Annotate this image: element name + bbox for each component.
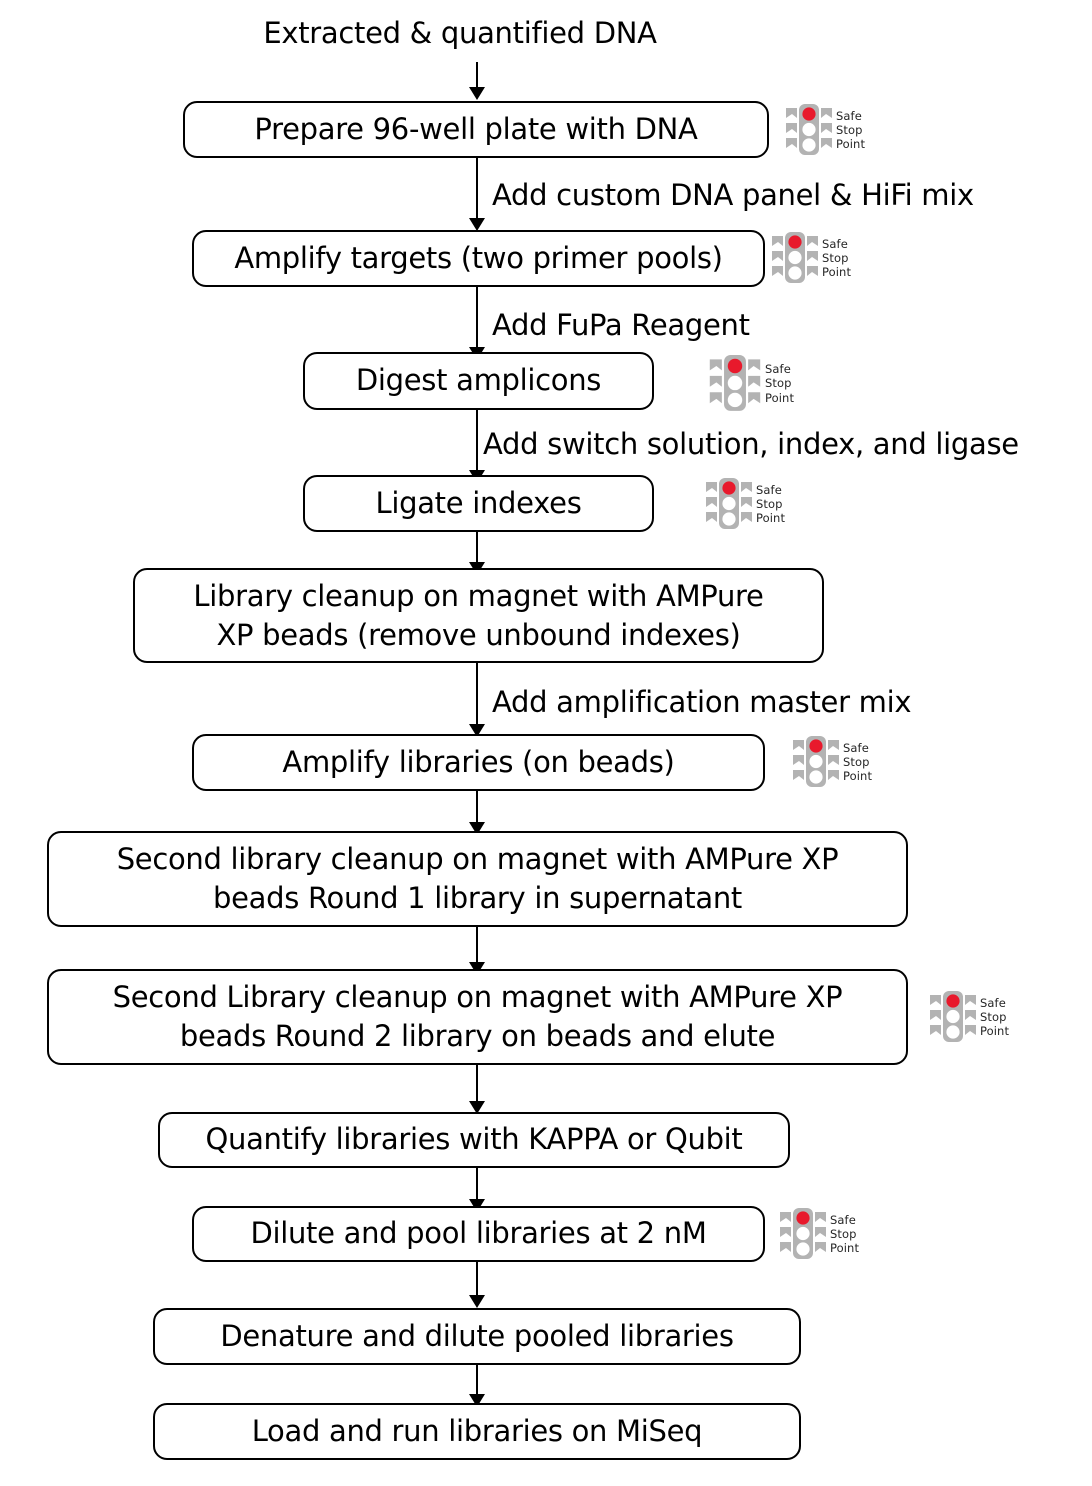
edge-n11-to-n12-line xyxy=(476,1365,478,1397)
traffic-light-icon xyxy=(772,232,818,284)
safe-stop-point-badge-amplify-targets: Safe Stop Point xyxy=(772,232,851,284)
safe-stop-point-label: Safe Stop Point xyxy=(765,362,795,405)
traffic-light-icon xyxy=(706,478,752,530)
node-second-library-cleanup-round-1[interactable]: Second library cleanup on magnet with AM… xyxy=(47,831,908,927)
safe-stop-point-badge-digest-amplicons: Safe Stop Point xyxy=(709,355,794,412)
node-dilute-and-pool-libraries[interactable]: Dilute and pool libraries at 2 nM xyxy=(192,1206,765,1262)
edge-n8-to-n9-arrow xyxy=(469,1101,485,1114)
edge-label-add-fupa-reagent: Add FuPa Reagent xyxy=(492,308,750,342)
edge-n7-to-n8-line xyxy=(476,927,478,964)
node-amplify-targets[interactable]: Amplify targets (two primer pools) xyxy=(192,230,765,287)
safe-stop-point-label: Safe Stop Point xyxy=(836,108,866,151)
node-load-and-run-miseq[interactable]: Load and run libraries on MiSeq xyxy=(153,1403,801,1460)
safe-stop-point-label: Safe Stop Point xyxy=(822,236,852,279)
edge-label-add-switch-solution: Add switch solution, index, and ligase xyxy=(483,427,1019,461)
edge-n6-to-n7-line xyxy=(476,791,478,824)
node-denature-and-dilute[interactable]: Denature and dilute pooled libraries xyxy=(153,1308,801,1365)
edge-n2-to-n3-line xyxy=(476,287,478,349)
node-quantify-libraries[interactable]: Quantify libraries with KAPPA or Qubit xyxy=(158,1112,790,1168)
safe-stop-point-label: Safe Stop Point xyxy=(756,482,786,525)
start-label: Extracted & quantified DNA xyxy=(263,16,657,50)
node-digest-amplicons[interactable]: Digest amplicons xyxy=(303,352,654,410)
safe-stop-point-badge-ligate-indexes: Safe Stop Point xyxy=(706,478,785,530)
node-ligate-indexes[interactable]: Ligate indexes xyxy=(303,475,654,532)
edge-n1-to-n2-line xyxy=(476,158,478,220)
safe-stop-point-label: Safe Stop Point xyxy=(980,995,1010,1038)
traffic-light-icon xyxy=(930,991,976,1043)
traffic-light-icon xyxy=(709,355,761,412)
edge-n1-to-n2-arrow xyxy=(469,218,485,231)
edge-n3-to-n4-line xyxy=(476,410,478,472)
node-library-cleanup-ampure[interactable]: Library cleanup on magnet with AMPure XP… xyxy=(133,568,824,663)
edge-n5-to-n6-line xyxy=(476,663,478,726)
edge-n4-to-n5-line xyxy=(476,532,478,564)
traffic-light-icon xyxy=(786,104,832,156)
edge-n8-to-n9-line xyxy=(476,1065,478,1103)
edge-n10-to-n11-arrow xyxy=(469,1295,485,1308)
safe-stop-point-label: Safe Stop Point xyxy=(843,740,873,783)
safe-stop-point-badge-amplify-libraries: Safe Stop Point xyxy=(793,736,872,788)
traffic-light-icon xyxy=(793,736,839,788)
edge-n5-to-n6-arrow xyxy=(469,724,485,737)
edge-start-to-n1-line xyxy=(476,62,478,89)
safe-stop-point-badge-second-cleanup-round-2: Safe Stop Point xyxy=(930,991,1009,1043)
traffic-light-icon xyxy=(780,1208,826,1260)
safe-stop-point-label: Safe Stop Point xyxy=(830,1212,860,1255)
edge-n9-to-n10-line xyxy=(476,1168,478,1201)
edge-start-to-n1-arrow xyxy=(469,87,485,100)
edge-label-add-amplification-master-mix: Add amplification master mix xyxy=(492,685,912,719)
safe-stop-point-badge-dilute-and-pool: Safe Stop Point xyxy=(780,1208,859,1260)
node-amplify-libraries-on-beads[interactable]: Amplify libraries (on beads) xyxy=(192,734,765,791)
node-second-library-cleanup-round-2[interactable]: Second Library cleanup on magnet with AM… xyxy=(47,969,908,1065)
edge-label-add-custom-dna-panel: Add custom DNA panel & HiFi mix xyxy=(492,178,974,212)
node-prepare-96-well-plate[interactable]: Prepare 96-well plate with DNA xyxy=(183,101,769,158)
edge-n10-to-n11-line xyxy=(476,1262,478,1297)
safe-stop-point-badge-prepare-plate: Safe Stop Point xyxy=(786,104,865,156)
